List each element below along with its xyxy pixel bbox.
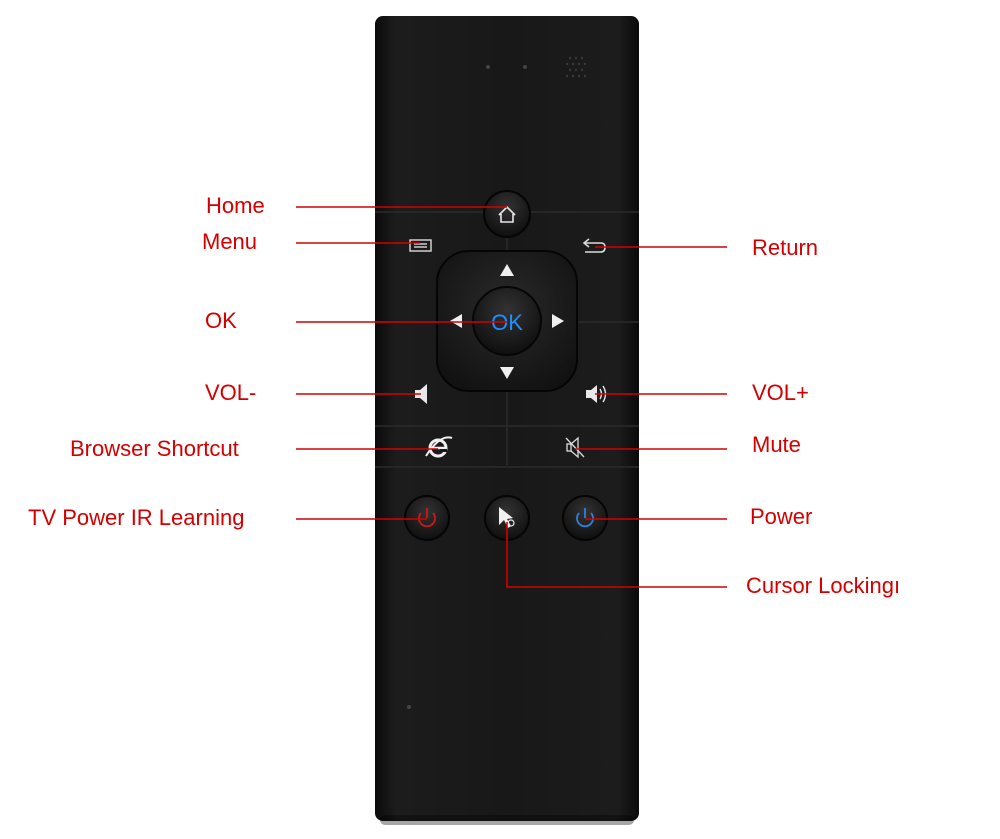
arrow-down-icon[interactable] [500, 367, 514, 379]
power-icon [418, 508, 436, 528]
browser-shortcut-button[interactable] [425, 436, 453, 458]
arrow-left-icon[interactable] [450, 314, 462, 328]
home-button[interactable] [483, 190, 531, 238]
label-vol-plus: VOL+ [752, 380, 809, 405]
label-return: Return [752, 235, 819, 260]
power-icon [576, 508, 594, 528]
cursor-locking-button[interactable] [484, 495, 530, 541]
mute-button[interactable] [565, 436, 585, 459]
remote-bottom-shadow [380, 815, 634, 825]
tv-power-ir-learning-button[interactable] [404, 495, 450, 541]
menu-button[interactable] [409, 239, 432, 252]
ok-button[interactable]: OK [472, 286, 542, 356]
mic-hole [523, 65, 527, 69]
label-home: Home [206, 193, 265, 218]
label-tv-power-ir-learning: TV Power IR Learning [28, 505, 245, 530]
label-menu: Menu [202, 229, 258, 254]
label-cursor-locking: Cursor Lockingı [746, 573, 901, 598]
arrow-right-icon[interactable] [552, 314, 564, 328]
menu-icon [409, 239, 432, 252]
label-browser-shortcut: Browser Shortcut [70, 436, 239, 461]
label-mute: Mute [752, 432, 801, 457]
indicator-dot [407, 705, 411, 709]
leader-lines [296, 206, 727, 588]
mute-icon [565, 436, 585, 459]
label-ok: OK [205, 308, 237, 333]
label-power: Power [750, 504, 813, 529]
browser-icon [425, 436, 453, 458]
arrow-up-icon[interactable] [500, 264, 514, 276]
dpad: OK [436, 250, 578, 392]
mic-hole [486, 65, 490, 69]
cursor-lock-icon [499, 507, 515, 528]
leader-line-cursor [506, 522, 727, 588]
power-button[interactable] [562, 495, 608, 541]
speaker-grille [565, 56, 587, 78]
label-vol-minus: VOL- [205, 380, 257, 405]
